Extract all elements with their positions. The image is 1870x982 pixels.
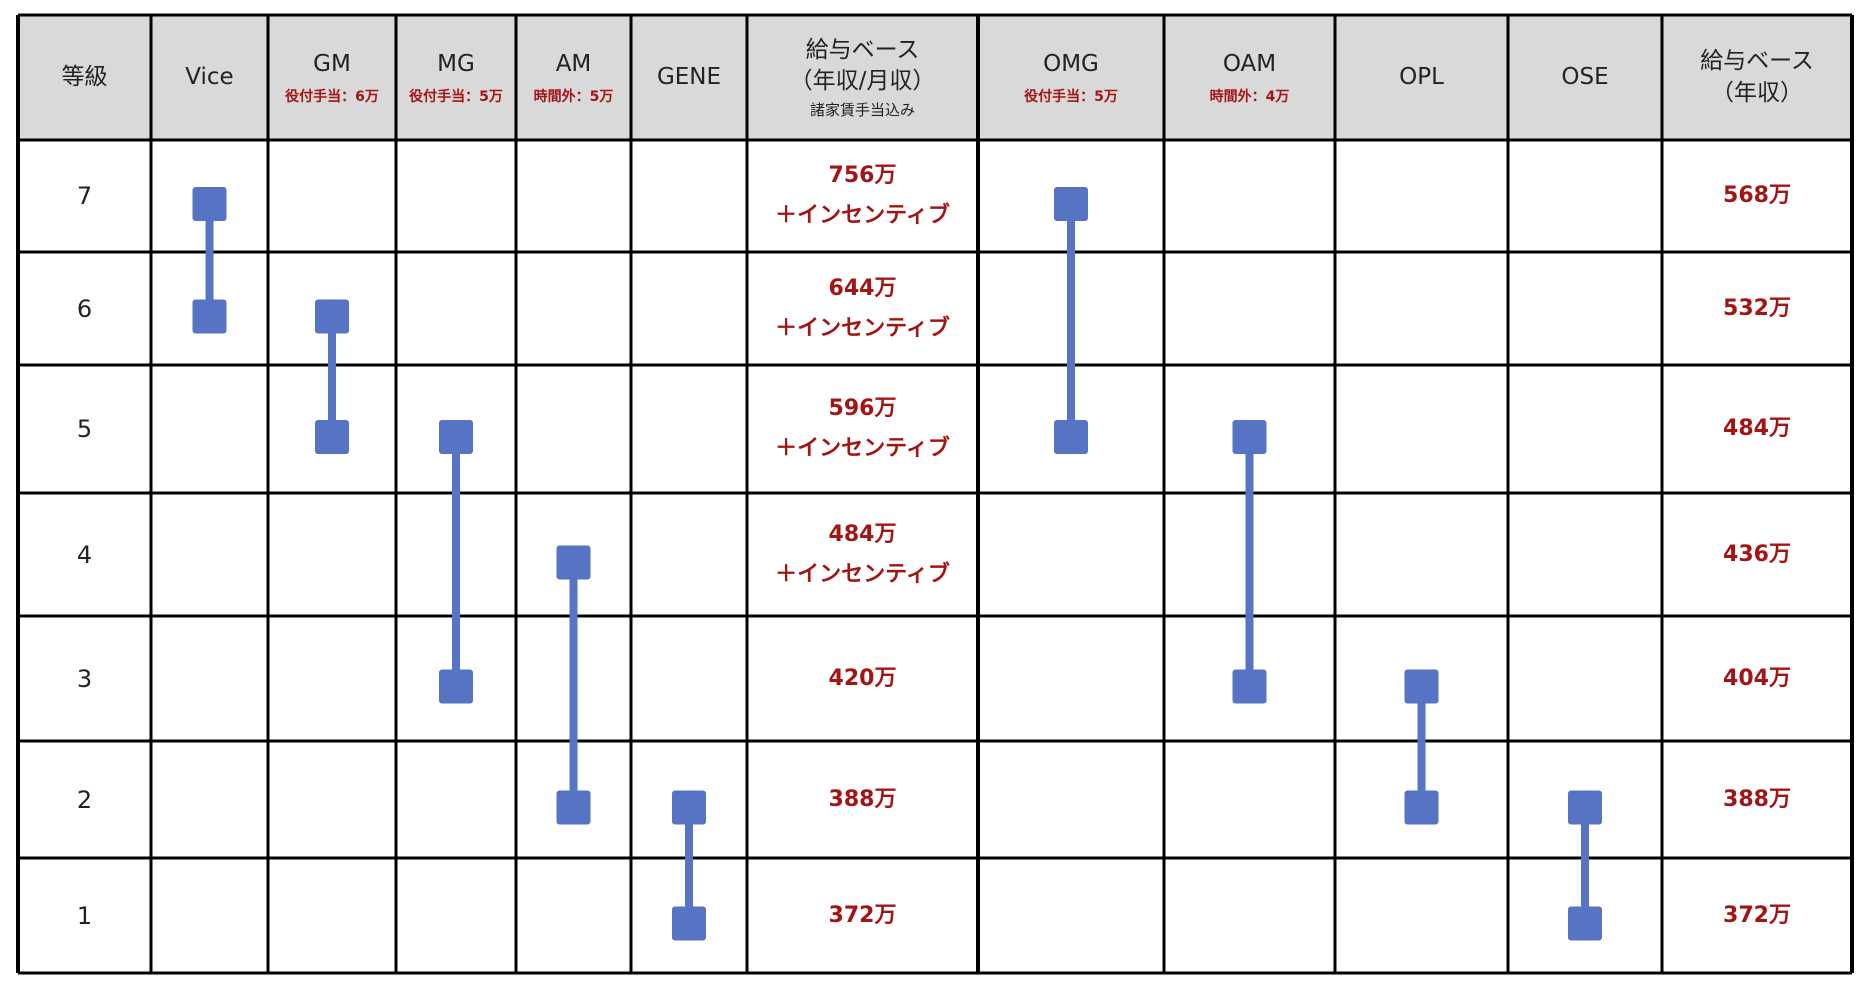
range-endpoint-top [556, 545, 591, 580]
pay-other-cell: 388万 [1723, 786, 1791, 812]
pay-main-cell: 388万 [828, 786, 897, 812]
range-endpoint-top [1054, 187, 1088, 221]
grade-cell: 1 [76, 901, 93, 930]
header-title: 給与ベース （年収/月収） [789, 36, 936, 94]
header-title: OAM [1222, 50, 1277, 77]
header-cell-7: OMG 役付手当：5万 [978, 15, 1164, 140]
range-endpoint-top [439, 420, 473, 454]
range-endpoint-bottom [192, 299, 227, 334]
pay-other-cell: 436万 [1723, 541, 1791, 567]
header-subtitle: 役付手当：6万 [285, 89, 379, 106]
header-subtitle: 時間外：4万 [1209, 89, 1290, 106]
header-cell-10: OSE [1508, 15, 1662, 140]
header-title: 等級 [61, 63, 108, 90]
pay-other-cell: 532万 [1723, 295, 1791, 321]
header-title: OMG [1043, 50, 1099, 77]
header-title: GENE [656, 63, 722, 90]
range-endpoint-top [192, 187, 227, 221]
range-endpoint-bottom [1568, 906, 1602, 941]
header-cell-2: GM 役付手当：6万 [268, 15, 396, 140]
range-endpoint-bottom [1404, 790, 1439, 825]
header-subtitle: 諸家賃手当込み [809, 101, 915, 120]
header-title: MG [437, 50, 475, 77]
header-cell-0: 等級 [18, 15, 151, 140]
header-title: Vice [185, 63, 234, 90]
header-title: GM [313, 50, 351, 77]
header-cell-9: OPL [1335, 15, 1508, 140]
grade-cell: 3 [76, 664, 93, 693]
header-cell-6: 給与ベース （年収/月収） 諸家賃手当込み [747, 15, 978, 140]
header-cell-5: GENE [631, 15, 747, 140]
header-cell-1: Vice [151, 15, 268, 140]
range-endpoint-bottom [1232, 669, 1267, 704]
range-endpoint-bottom [1054, 420, 1088, 454]
pay-main-cell: 484万 ＋インセンティブ [775, 521, 950, 587]
grade-cell: 5 [76, 415, 93, 443]
pay-other-cell: 404万 [1723, 665, 1791, 691]
pay-main-cell: 372万 [828, 902, 897, 928]
range-endpoint-top [1404, 669, 1439, 704]
header-title: OPL [1399, 63, 1444, 90]
header-subtitle: 役付手当：5万 [1024, 89, 1118, 106]
grade-cell: 4 [76, 540, 93, 569]
range-endpoint-bottom [315, 420, 349, 454]
range-endpoint-top [1568, 790, 1602, 825]
header-subtitle: 時間外：5万 [533, 89, 614, 106]
header-cell-8: OAM 時間外：4万 [1164, 15, 1335, 140]
pay-other-cell: 372万 [1723, 902, 1791, 928]
range-endpoint-bottom [439, 669, 473, 704]
header-title: 給与ベース （年収） [1700, 48, 1814, 106]
grade-cell: 6 [76, 294, 93, 323]
pay-main-cell: 420万 [828, 665, 897, 691]
pay-main-cell: 756万 ＋インセンティブ [775, 163, 950, 228]
range-endpoint-top [1232, 420, 1267, 454]
grade-cell: 7 [76, 182, 93, 210]
header-subtitle: 役付手当：5万 [409, 89, 503, 106]
range-endpoint-top [315, 299, 349, 334]
range-endpoint-bottom [672, 906, 706, 941]
pay-main-cell: 596万 ＋インセンティブ [775, 396, 950, 461]
pay-main-cell: 644万 ＋インセンティブ [775, 275, 950, 341]
header-cell-4: AM 時間外：5万 [516, 15, 631, 140]
pay-other-cell: 484万 [1723, 416, 1791, 442]
header-title: OSE [1561, 63, 1609, 90]
header-title: AM [555, 50, 592, 77]
pay-other-cell: 568万 [1723, 183, 1791, 209]
header-cell-3: MG 役付手当：5万 [396, 15, 516, 140]
range-endpoint-top [672, 790, 706, 825]
range-endpoint-bottom [556, 790, 591, 825]
grade-cell: 2 [76, 785, 93, 814]
header-cell-11: 給与ベース （年収） [1662, 15, 1852, 140]
